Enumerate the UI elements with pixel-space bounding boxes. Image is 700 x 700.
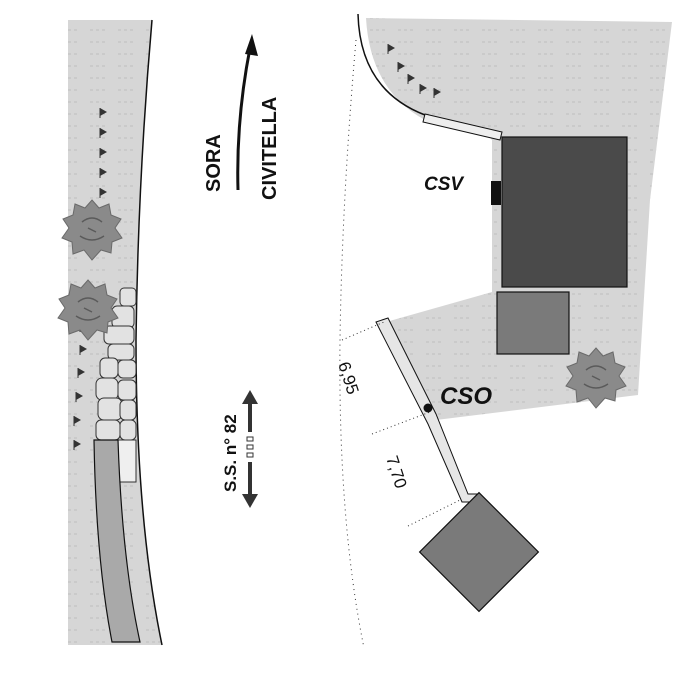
direction-label-sora: SORA (203, 134, 225, 192)
gate-bar (422, 113, 503, 141)
csv-label: CSV (424, 174, 464, 195)
right-boundary-curve (357, 13, 426, 116)
road-name-label: S.S. n° 82 (221, 414, 240, 492)
paved-strip (93, 439, 141, 643)
direction-label-civitella: CIVITELLA (259, 97, 281, 200)
cso-label: CSO (440, 383, 492, 410)
square-building (418, 491, 540, 613)
annex-building (496, 291, 570, 355)
left-road-edge (135, 19, 163, 646)
dotted-road-edge (339, 39, 365, 649)
distance-label-2: 7,70 (382, 453, 410, 490)
dimension-lines (341, 321, 461, 527)
csv-marker (491, 181, 501, 205)
distance-label-1: 6,95 (334, 359, 362, 396)
arrow-up-icon (236, 47, 252, 191)
arrow-double-vertical-icon (242, 390, 258, 508)
point-marker-icon (423, 403, 433, 413)
stone-wall (95, 287, 137, 483)
building-csv (501, 136, 628, 288)
